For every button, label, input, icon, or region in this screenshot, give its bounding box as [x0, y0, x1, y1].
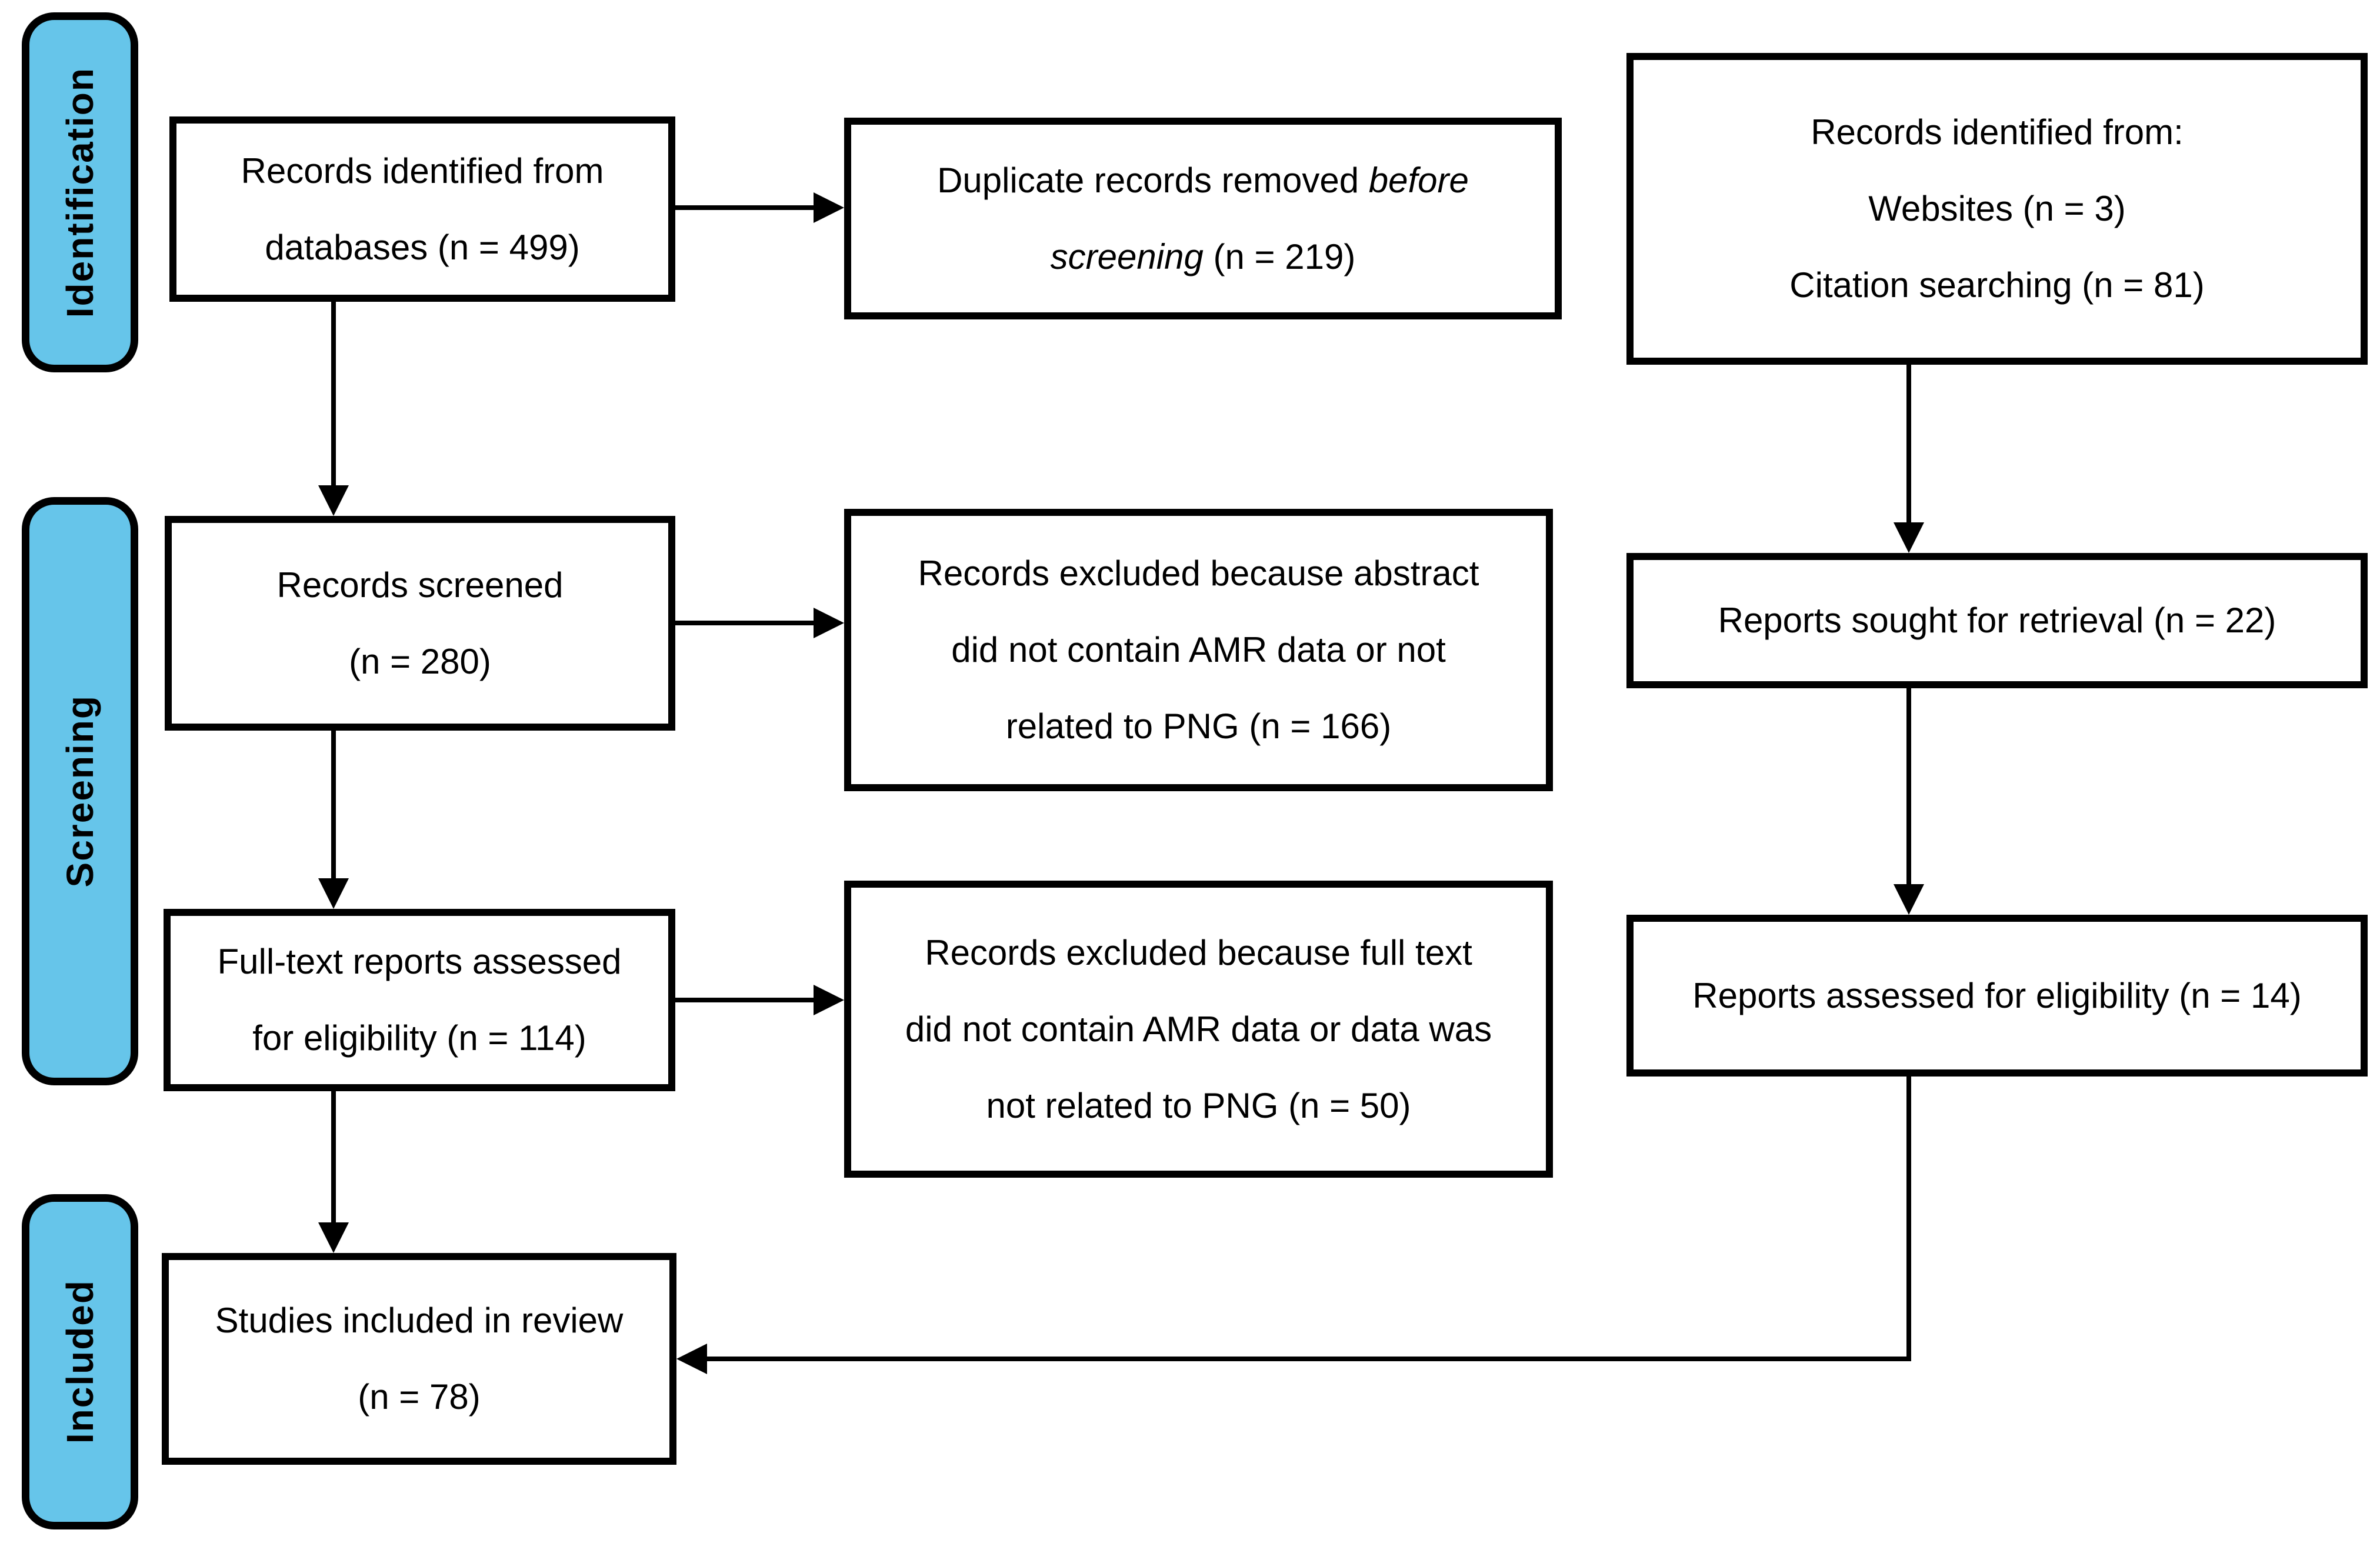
box-text-line: Records identified from — [241, 151, 604, 191]
box-text-line: Records screened — [276, 565, 564, 605]
box-text-line: (n = 78) — [358, 1377, 481, 1417]
arrowhead-right-icon — [814, 192, 844, 223]
box-text-line: Reports assessed for eligibility (n = 14… — [1692, 975, 2302, 1015]
box-text-line: did not contain AMR data or data was — [905, 1009, 1492, 1049]
box-text-line: Records identified from: — [1811, 112, 2184, 152]
connector-line — [675, 621, 816, 625]
connector-line — [331, 731, 336, 878]
stage-label-included-text: Included — [59, 1279, 101, 1444]
box-text-line: Duplicate records removed before — [937, 160, 1469, 200]
arrowhead-down-icon — [1894, 884, 1924, 915]
arrowhead-down-icon — [318, 485, 349, 516]
stage-label-screening: Screening — [22, 497, 138, 1085]
box-text-segment: Duplicate records removed — [937, 160, 1369, 200]
box-text-line: Records excluded because abstract — [918, 554, 1479, 593]
box-records-identified-databases: Records identified from databases (n = 4… — [169, 116, 675, 302]
box-text-line: Full-text reports assessed — [217, 942, 622, 981]
connector-line — [1906, 365, 1911, 522]
arrowhead-down-icon — [1894, 522, 1924, 553]
box-reports-assessed: Reports assessed for eligibility (n = 14… — [1626, 915, 2368, 1077]
arrowhead-left-icon — [676, 1344, 707, 1374]
connector-line — [1906, 1077, 1911, 1361]
box-fulltext-assessed: Full-text reports assessed for eligibili… — [164, 909, 675, 1091]
box-text-segment-italic: before — [1368, 160, 1469, 200]
box-text-segment-italic: screening — [1050, 236, 1204, 276]
box-text-line: Studies included in review — [215, 1301, 624, 1340]
box-text-line: (n = 280) — [349, 641, 491, 681]
box-text-line: for eligibility (n = 114) — [252, 1018, 586, 1058]
box-text-segment: (n = 219) — [1203, 236, 1356, 276]
box-excluded-fulltext: Records excluded because full text did n… — [844, 881, 1553, 1178]
box-text-line: Websites (n = 3) — [1868, 189, 2126, 228]
box-text-line: did not contain AMR data or not — [951, 630, 1446, 669]
box-excluded-abstract: Records excluded because abstract did no… — [844, 509, 1553, 791]
box-records-identified-other: Records identified from: Websites (n = 3… — [1626, 53, 2368, 365]
connector-line — [331, 302, 336, 485]
arrowhead-right-icon — [814, 608, 844, 638]
connector-line — [331, 1091, 336, 1222]
box-records-screened: Records screened (n = 280) — [165, 516, 675, 731]
box-text-line: Records excluded because full text — [925, 932, 1472, 972]
box-text-line: Reports sought for retrieval (n = 22) — [1718, 601, 2276, 640]
box-text-line: screening (n = 219) — [1051, 238, 1356, 276]
box-reports-sought: Reports sought for retrieval (n = 22) — [1626, 553, 2368, 688]
stage-label-included: Included — [22, 1194, 138, 1529]
box-text-line: databases (n = 499) — [265, 227, 580, 267]
stage-label-identification-text: Identification — [59, 66, 101, 318]
box-duplicates-removed: Duplicate records removed before screeni… — [844, 118, 1562, 319]
stage-label-identification: Identification — [22, 12, 138, 372]
connector-line — [675, 205, 816, 210]
connector-line — [675, 998, 816, 1002]
box-studies-included: Studies included in review (n = 78) — [162, 1253, 676, 1465]
box-text-line: Citation searching (n = 81) — [1789, 265, 2205, 305]
arrowhead-down-icon — [318, 1222, 349, 1253]
connector-line — [1906, 688, 1911, 884]
stage-label-screening-text: Screening — [59, 695, 101, 888]
arrowhead-down-icon — [318, 878, 349, 909]
box-text-line: not related to PNG (n = 50) — [986, 1085, 1411, 1125]
box-text-line: related to PNG (n = 166) — [1005, 706, 1392, 746]
connector-line — [707, 1357, 1911, 1361]
arrowhead-right-icon — [814, 985, 844, 1015]
